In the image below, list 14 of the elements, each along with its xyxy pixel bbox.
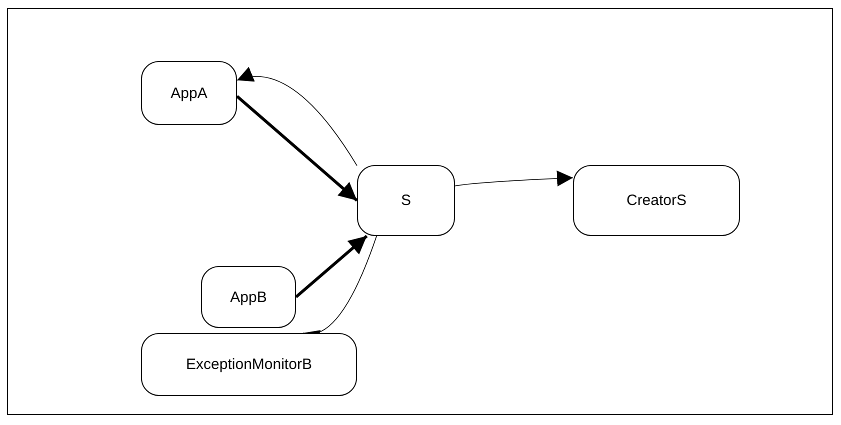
node-label: S (400, 192, 411, 209)
process-box (357, 165, 455, 236)
arrow (452, 170, 574, 187)
arrow (236, 95, 358, 202)
node-label: CreatorS (626, 192, 687, 209)
process-box (573, 165, 740, 236)
process-box (201, 266, 296, 328)
node-label: AppB (230, 288, 267, 306)
node-label: AppA (170, 84, 208, 102)
process-box (141, 61, 237, 125)
process-box (141, 333, 357, 396)
arrow (295, 234, 368, 298)
node-label: ExceptionMonitorB (186, 356, 312, 373)
arrow (236, 68, 358, 166)
